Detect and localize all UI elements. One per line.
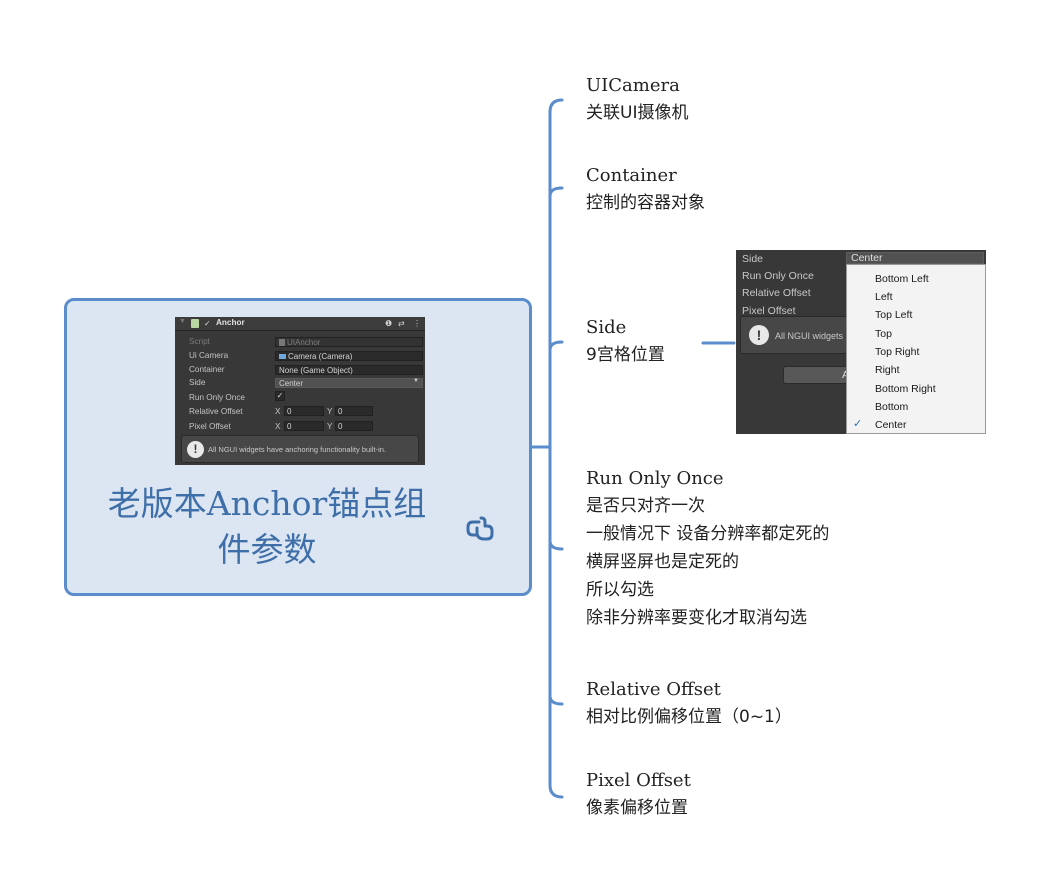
help-icon: ❶ (385, 319, 393, 328)
dd-option[interactable]: Bottom (875, 401, 909, 413)
branch-title: Container (586, 165, 677, 186)
dd-help-text: All NGUI widgets h (775, 331, 851, 341)
branch-title: Relative Offset (586, 679, 721, 700)
script-file-icon (279, 339, 285, 346)
container-label: Container (189, 365, 225, 374)
pixel-y-input[interactable]: 0 (335, 421, 373, 431)
root-node[interactable]: ▼ ✓ Anchor ❶ ⇄ ⋮ Script UIAnchor Ui Came… (64, 298, 532, 596)
branch-line: 控制的容器对象 (586, 193, 705, 213)
inspector-header: ▼ ✓ Anchor ❶ ⇄ ⋮ (175, 317, 425, 331)
inspector-screenshot: ▼ ✓ Anchor ❶ ⇄ ⋮ Script UIAnchor Ui Came… (175, 317, 425, 465)
side-dropdown-screenshot: Side Run Only Once Relative Offset Pixel… (736, 250, 986, 434)
container-field[interactable]: None (Game Object) (275, 365, 423, 375)
dd-help-box: ! All NGUI widgets h (740, 316, 860, 354)
branch-line: 一般情况下 设备分辨率都定死的 (586, 524, 830, 544)
branch-title: Run Only Once (586, 468, 724, 489)
branch-line: 除非分辨率要变化才取消勾选 (586, 608, 807, 628)
connector-trunk (548, 98, 564, 799)
side-label: Side (189, 378, 206, 387)
branch-line: 关联UI摄像机 (586, 103, 689, 123)
dd-option[interactable]: Top Right (875, 346, 920, 358)
relative-offset-label: Relative Offset (189, 407, 243, 416)
branch-uicamera[interactable]: UICamera 关联UI摄像机 (586, 73, 688, 127)
dd-option-selected[interactable]: Center (875, 419, 907, 431)
settings-icon: ⇄ (398, 319, 405, 328)
connector-relative (548, 694, 564, 706)
dd-selected-field[interactable]: Center (846, 252, 984, 264)
branch-line: 像素偏移位置 (586, 798, 688, 818)
ui-camera-label: Ui Camera (189, 351, 229, 360)
root-title: 老版本Anchor锚点组 件参数 (67, 481, 467, 573)
dd-pixel-offset-label: Pixel Offset (742, 305, 796, 317)
dd-option[interactable]: Top Left (875, 309, 913, 321)
chevron-down-icon: ▼ (413, 378, 419, 384)
dd-option[interactable]: Right (875, 364, 900, 376)
branch-line: 横屏竖屏也是定死的 (586, 552, 739, 572)
branch-relative-offset[interactable]: Relative Offset 相对比例偏移位置（0~1） (586, 677, 792, 731)
connector-side (548, 340, 564, 352)
dd-option[interactable]: Left (875, 291, 893, 303)
branch-line: 是否只对齐一次 (586, 496, 705, 516)
branch-title: Pixel Offset (586, 770, 691, 791)
dd-option[interactable]: Top (875, 328, 892, 340)
connector-container (548, 186, 564, 198)
more-icon: ⋮ (413, 319, 422, 328)
branch-line: 相对比例偏移位置（0~1） (586, 707, 792, 727)
relative-y-label: Y (327, 407, 333, 416)
root-title-line2: 件参数 (217, 530, 317, 569)
run-once-label: Run Only Once (189, 393, 245, 402)
connector-run-once (548, 539, 564, 551)
pixel-y-label: Y (327, 422, 333, 431)
branch-line: 所以勾选 (586, 580, 654, 600)
info-icon: ! (187, 441, 204, 458)
dd-relative-offset-label: Relative Offset (742, 287, 811, 299)
relative-y-input[interactable]: 0 (335, 406, 373, 416)
dd-options-menu: Bottom Left Left Top Left Top Top Right … (846, 264, 986, 434)
dd-option[interactable]: Bottom Left (875, 273, 929, 285)
script-field: UIAnchor (275, 337, 423, 347)
relative-x-label: X (275, 407, 281, 416)
branch-container[interactable]: Container 控制的容器对象 (586, 163, 705, 217)
relative-x-input[interactable]: 0 (284, 406, 324, 416)
info-icon: ! (749, 325, 769, 345)
help-text: All NGUI widgets have anchoring function… (208, 445, 387, 454)
enabled-check-icon: ✓ (204, 319, 211, 328)
branch-pixel-offset[interactable]: Pixel Offset 像素偏移位置 (586, 768, 691, 822)
component-name: Anchor (216, 318, 245, 327)
branch-run-only-once[interactable]: Run Only Once 是否只对齐一次 一般情况下 设备分辨率都定死的 横屏… (586, 466, 829, 632)
ui-camera-field[interactable]: Camera (Camera) (275, 351, 423, 361)
help-box: ! All NGUI widgets have anchoring functi… (181, 435, 419, 463)
dd-partial-button[interactable]: A (783, 366, 863, 384)
side-dropdown[interactable]: Center (275, 378, 423, 388)
pixel-x-input[interactable]: 0 (284, 421, 324, 431)
branch-line: 9宫格位置 (586, 345, 665, 365)
camera-icon (279, 354, 286, 359)
dd-side-label: Side (742, 253, 764, 265)
pixel-x-label: X (275, 422, 281, 431)
check-icon: ✓ (853, 418, 863, 430)
script-label: Script (189, 337, 210, 346)
branch-title: UICamera (586, 75, 680, 96)
run-once-checkbox[interactable]: ✓ (275, 391, 285, 401)
link-icon[interactable] (465, 515, 503, 545)
pixel-offset-label: Pixel Offset (189, 422, 231, 431)
script-icon (191, 319, 199, 328)
root-title-line1: 老版本Anchor锚点组 (107, 484, 427, 523)
dd-run-once-label: Run Only Once (742, 270, 814, 282)
branch-side[interactable]: Side 9宫格位置 (586, 315, 665, 369)
branch-title: Side (586, 317, 627, 338)
fold-arrow-icon: ▼ (179, 318, 186, 325)
dd-option[interactable]: Bottom Right (875, 383, 936, 395)
